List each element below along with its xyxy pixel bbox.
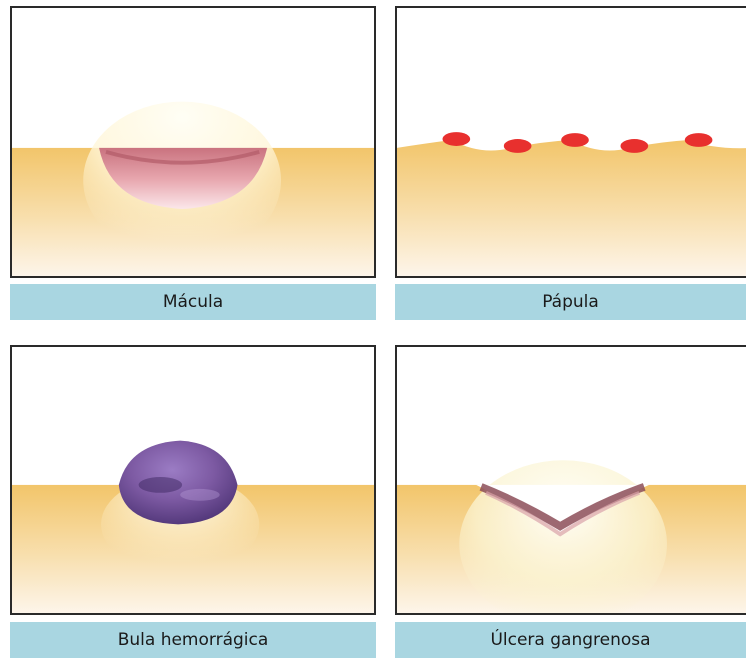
- papula-illustration: [395, 6, 746, 278]
- bula-illustration: [10, 345, 376, 615]
- papule-5: [685, 133, 713, 147]
- papule-2: [504, 139, 532, 153]
- ulcera-label: Úlcera gangrenosa: [395, 622, 746, 658]
- ulcera-illustration: [395, 345, 746, 615]
- papule-4: [620, 139, 648, 153]
- macula-illustration: [10, 6, 376, 278]
- skin-layer: [397, 140, 746, 276]
- papule-1: [442, 132, 470, 146]
- papule-3: [561, 133, 589, 147]
- macula-label: Mácula: [10, 284, 376, 320]
- papula-label: Pápula: [395, 284, 746, 320]
- bula-label: Bula hemorrágica: [10, 622, 376, 658]
